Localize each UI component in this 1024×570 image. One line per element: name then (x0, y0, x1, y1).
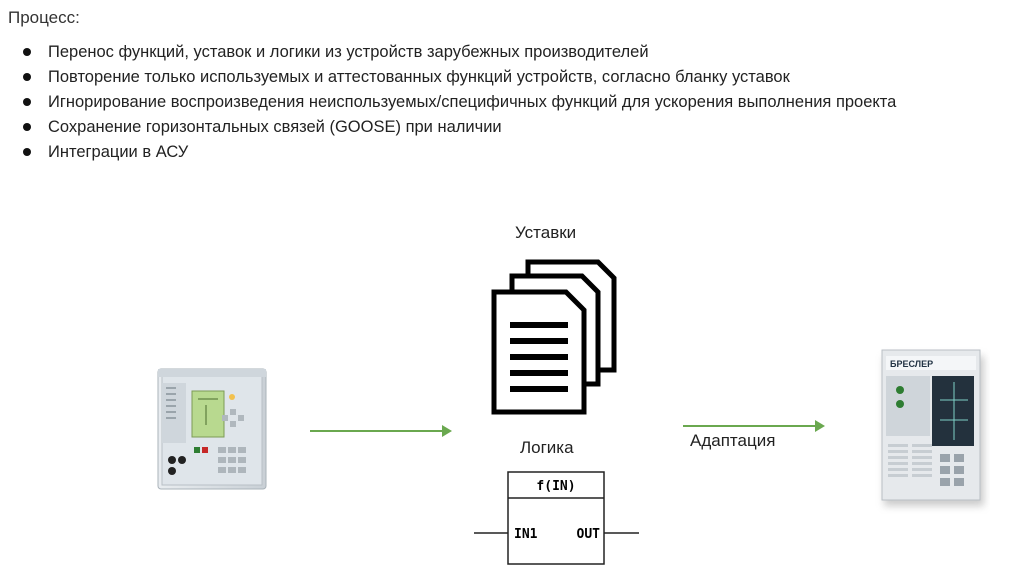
bullet-item: Интеграции в АСУ (20, 140, 1020, 165)
function-block-input: IN1 (514, 527, 538, 542)
function-block-title: f(IN) (536, 479, 575, 494)
bullet-item: Перенос функций, уставок и логики из уст… (20, 40, 1020, 65)
process-heading: Процесс: (8, 8, 80, 27)
bullet-item: Игнорирование воспроизведения неиспользу… (20, 90, 1020, 115)
logic-label: Логика (520, 438, 574, 457)
function-block: f(IN) IN1 OUT (474, 471, 639, 565)
source-relay-device (157, 368, 267, 490)
transfer-arrow (310, 425, 452, 437)
adaptation-arrow (683, 420, 825, 432)
settings-documents-icon (491, 259, 617, 415)
target-device-brand: БРЕСЛЕР (890, 359, 933, 369)
settings-label: Уставки (515, 223, 577, 242)
bullet-item: Повторение только используемых и аттесто… (20, 65, 1020, 90)
adaptation-label: Адаптация (690, 431, 776, 450)
function-block-output: OUT (577, 527, 601, 542)
target-relay-device: БРЕСЛЕР (881, 349, 984, 506)
bullet-item: Сохранение горизонтальных связей (GOOSE)… (20, 115, 1020, 140)
process-bullet-list: Перенос функций, уставок и логики из уст… (20, 40, 1020, 165)
